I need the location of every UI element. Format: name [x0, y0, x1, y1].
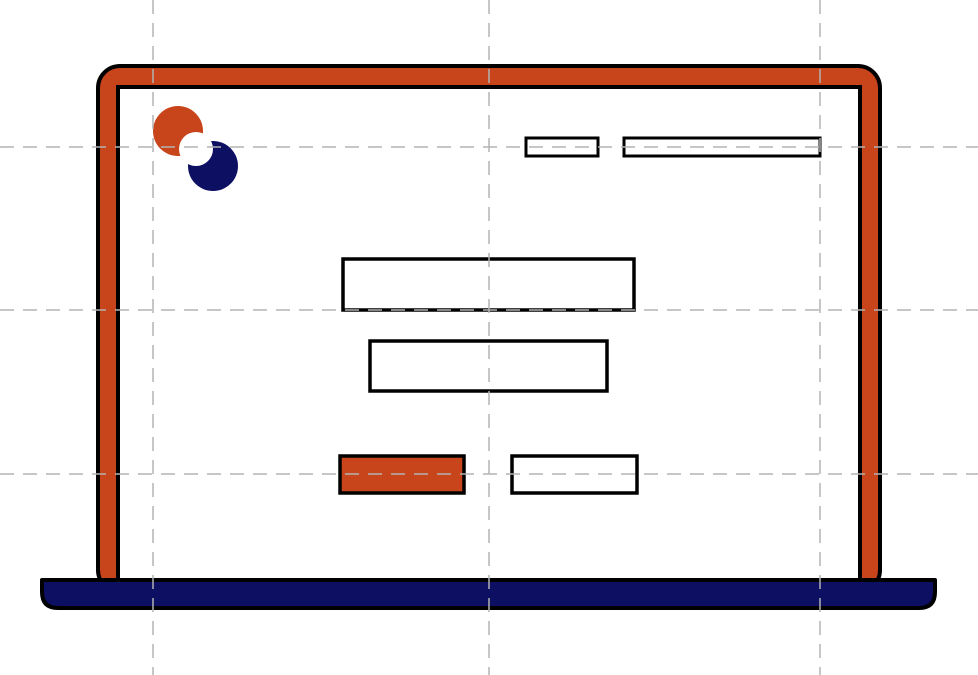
laptop-base	[40, 578, 937, 610]
logo-icon	[153, 106, 238, 191]
logo-circle-overlap	[179, 132, 213, 166]
